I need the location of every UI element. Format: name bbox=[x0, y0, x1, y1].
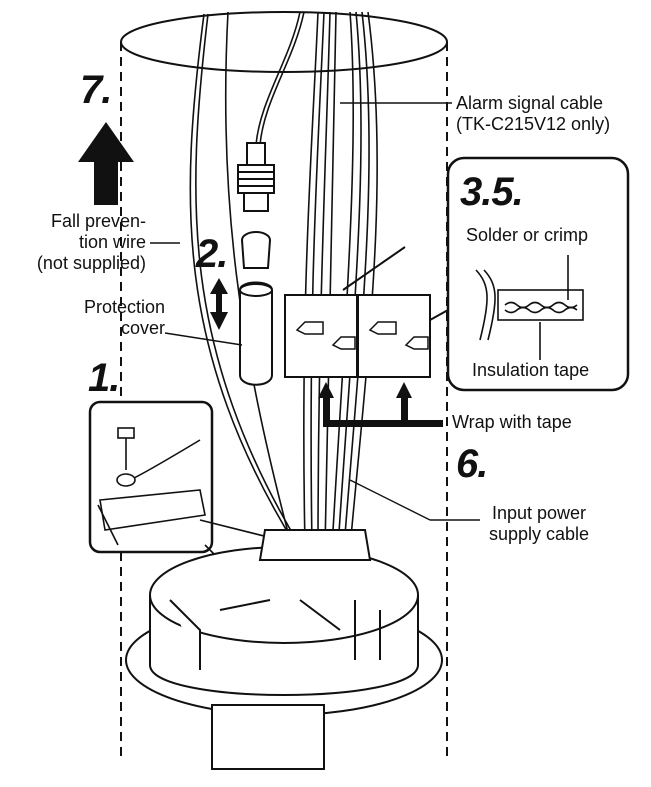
camera-base bbox=[125, 529, 443, 770]
fall-wire-line3: (not supplied) bbox=[36, 253, 146, 273]
bnc-connector bbox=[237, 142, 275, 269]
alarm-cable-line1: Alarm signal cable bbox=[456, 93, 604, 113]
input-power-label: Input power supply cable bbox=[474, 503, 604, 545]
step-6-number: 6. bbox=[456, 442, 488, 486]
wrap-tape-arrows bbox=[318, 382, 443, 427]
input-power-line2: supply cable bbox=[488, 524, 590, 544]
alarm-cable-line2: (TK-C215V12 only) bbox=[456, 114, 611, 134]
ground-screw-illustration bbox=[97, 427, 206, 546]
wrap-with-tape-label: Wrap with tape bbox=[452, 412, 572, 432]
callout-line bbox=[342, 246, 406, 291]
protection-cover-line1: Protection bbox=[83, 297, 165, 317]
input-power-line1: Input power bbox=[491, 503, 587, 523]
leader-lines bbox=[150, 102, 480, 521]
step-1-number: 1. bbox=[88, 356, 120, 400]
up-arrow-icon bbox=[78, 122, 134, 205]
step-7-number: 7. bbox=[80, 68, 112, 112]
protection-cover-line2: cover bbox=[120, 318, 165, 338]
alarm-cable-label: Alarm signal cable (TK-C215V12 only) bbox=[456, 93, 610, 135]
ceiling-cylinder bbox=[120, 11, 448, 760]
protection-cover bbox=[239, 281, 273, 386]
protection-cover-label: Protection cover bbox=[20, 297, 165, 339]
double-arrow-icon bbox=[210, 278, 228, 330]
step-35-number: 3.5. bbox=[460, 170, 524, 214]
splice-boxes bbox=[284, 294, 431, 378]
callout-line bbox=[429, 309, 449, 321]
solder-or-crimp-label: Solder or crimp bbox=[466, 225, 589, 245]
solder-detail-illustration bbox=[475, 255, 584, 360]
step-2-number: 2. bbox=[196, 232, 228, 276]
solder-detail-box bbox=[446, 156, 630, 392]
insulation-tape-label: Insulation tape bbox=[472, 360, 590, 380]
fall-wire-line1: Fall preven- bbox=[50, 211, 146, 231]
ground-screw-inset bbox=[88, 400, 214, 554]
fall-wire-line2: tion wire bbox=[78, 232, 146, 252]
cable-bundle bbox=[189, 11, 379, 549]
fall-wire-label: Fall preven- tion wire (not supplied) bbox=[4, 211, 146, 274]
